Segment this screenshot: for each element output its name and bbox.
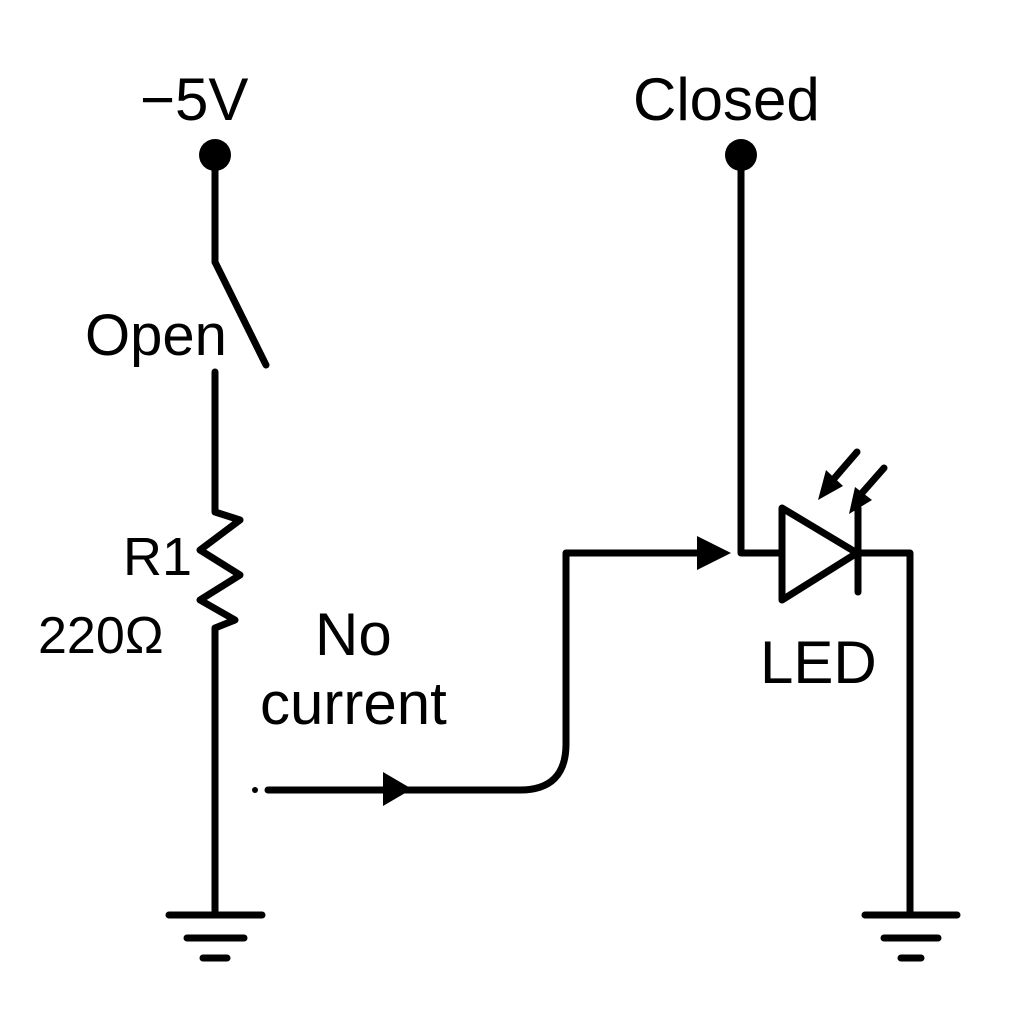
current-note-line2: current (260, 670, 447, 737)
current-note-line1: No (315, 601, 392, 668)
led-diode-icon (778, 448, 888, 604)
ground-right-icon (861, 911, 961, 962)
ground-left-icon (165, 911, 266, 962)
resistor-name-label: R1 (123, 527, 192, 587)
current-arrow-head-1 (383, 772, 412, 806)
supply-voltage-label: −5V (140, 66, 248, 133)
open-switch-icon (211, 258, 270, 369)
right-wire-top (737, 151, 786, 557)
current-flow-path (264, 549, 709, 794)
current-start-dot (252, 787, 258, 793)
right-wire-bottom (854, 549, 914, 919)
led-label: LED (760, 629, 877, 696)
switch-state-label: Open (85, 303, 227, 368)
right-terminal-state-label: Closed (633, 66, 820, 133)
current-arrow-head-2 (697, 536, 731, 570)
resistor-zigzag-icon (196, 498, 244, 644)
resistor-value-label: 220Ω (38, 607, 164, 665)
